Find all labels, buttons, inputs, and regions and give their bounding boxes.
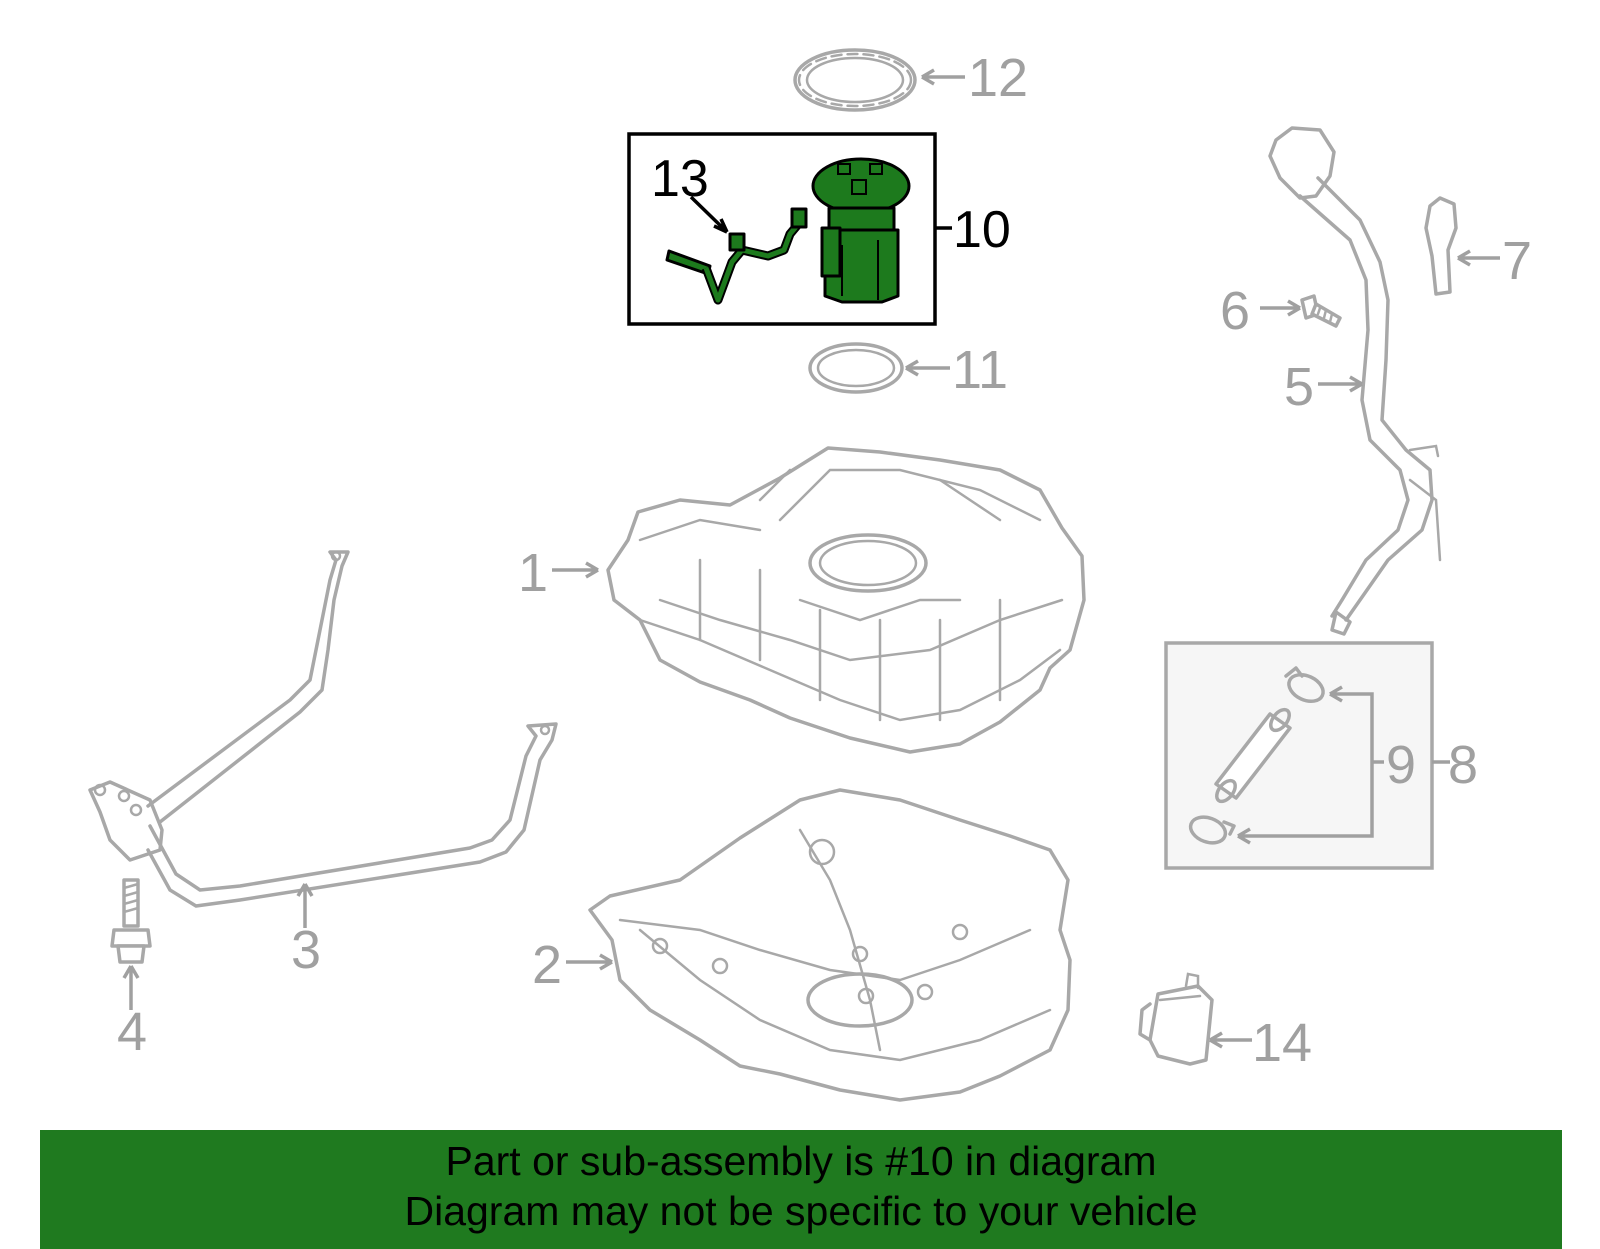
part-10-box: 13: [627, 132, 937, 326]
callout-2: 2: [532, 935, 562, 995]
callout-1: 1: [518, 543, 548, 603]
leader-12: [921, 68, 965, 86]
part-info-banner: Part or sub-assembly is #10 in diagram D…: [40, 1130, 1562, 1249]
callout-9: 9: [1386, 735, 1416, 795]
part-5-filler-pipe: [1268, 126, 1442, 636]
part-14-sensor: [1138, 972, 1214, 1066]
callout-4: 4: [117, 1002, 147, 1062]
part-6-screw: [1300, 294, 1342, 328]
part-1-fuel-tank: [606, 446, 1086, 754]
part-11-gasket: [808, 342, 904, 394]
part-7-bracket: [1424, 196, 1458, 296]
hose-clamp-top: [1284, 666, 1325, 704]
callout-5: 5: [1284, 357, 1314, 417]
hose: [1214, 707, 1292, 804]
leader-1: [552, 561, 599, 579]
callout-11: 11: [952, 340, 1008, 400]
part-12-lock-ring: [793, 48, 917, 112]
hose-clamp-bottom: [1188, 815, 1236, 845]
callout-3: 3: [291, 920, 321, 980]
leader-11: [905, 359, 950, 377]
leader-3: [296, 883, 314, 928]
callout-10: 10: [953, 201, 1011, 259]
callout-14: 14: [1252, 1013, 1312, 1073]
callout-8: 8: [1448, 735, 1478, 795]
leader-4: [122, 965, 140, 1010]
callout-12: 12: [968, 48, 1028, 108]
leader-5: [1318, 375, 1363, 393]
part-3-tank-straps: [88, 550, 558, 908]
banner-line-2: Diagram may not be specific to your vehi…: [404, 1188, 1198, 1234]
part-2-lower-shield: [588, 788, 1072, 1102]
part-4-bolt: [110, 878, 152, 964]
leader-13: [689, 195, 729, 234]
callout-7: 7: [1502, 231, 1532, 291]
leader-9: [1237, 685, 1384, 845]
leader-6: [1260, 299, 1301, 317]
leader-14: [1209, 1031, 1252, 1049]
leader-2: [566, 953, 613, 971]
part-8-hose-kit-box: 9: [1164, 641, 1434, 870]
callout-6: 6: [1220, 281, 1250, 341]
fuel-level-sender: [665, 207, 808, 305]
fuel-pump-module: [811, 157, 911, 304]
banner-line-1: Part or sub-assembly is #10 in diagram: [445, 1138, 1157, 1184]
callout-13: 13: [651, 150, 709, 208]
leader-7: [1457, 249, 1500, 267]
parts-diagram: 12 13 10 11: [88, 48, 1532, 1102]
